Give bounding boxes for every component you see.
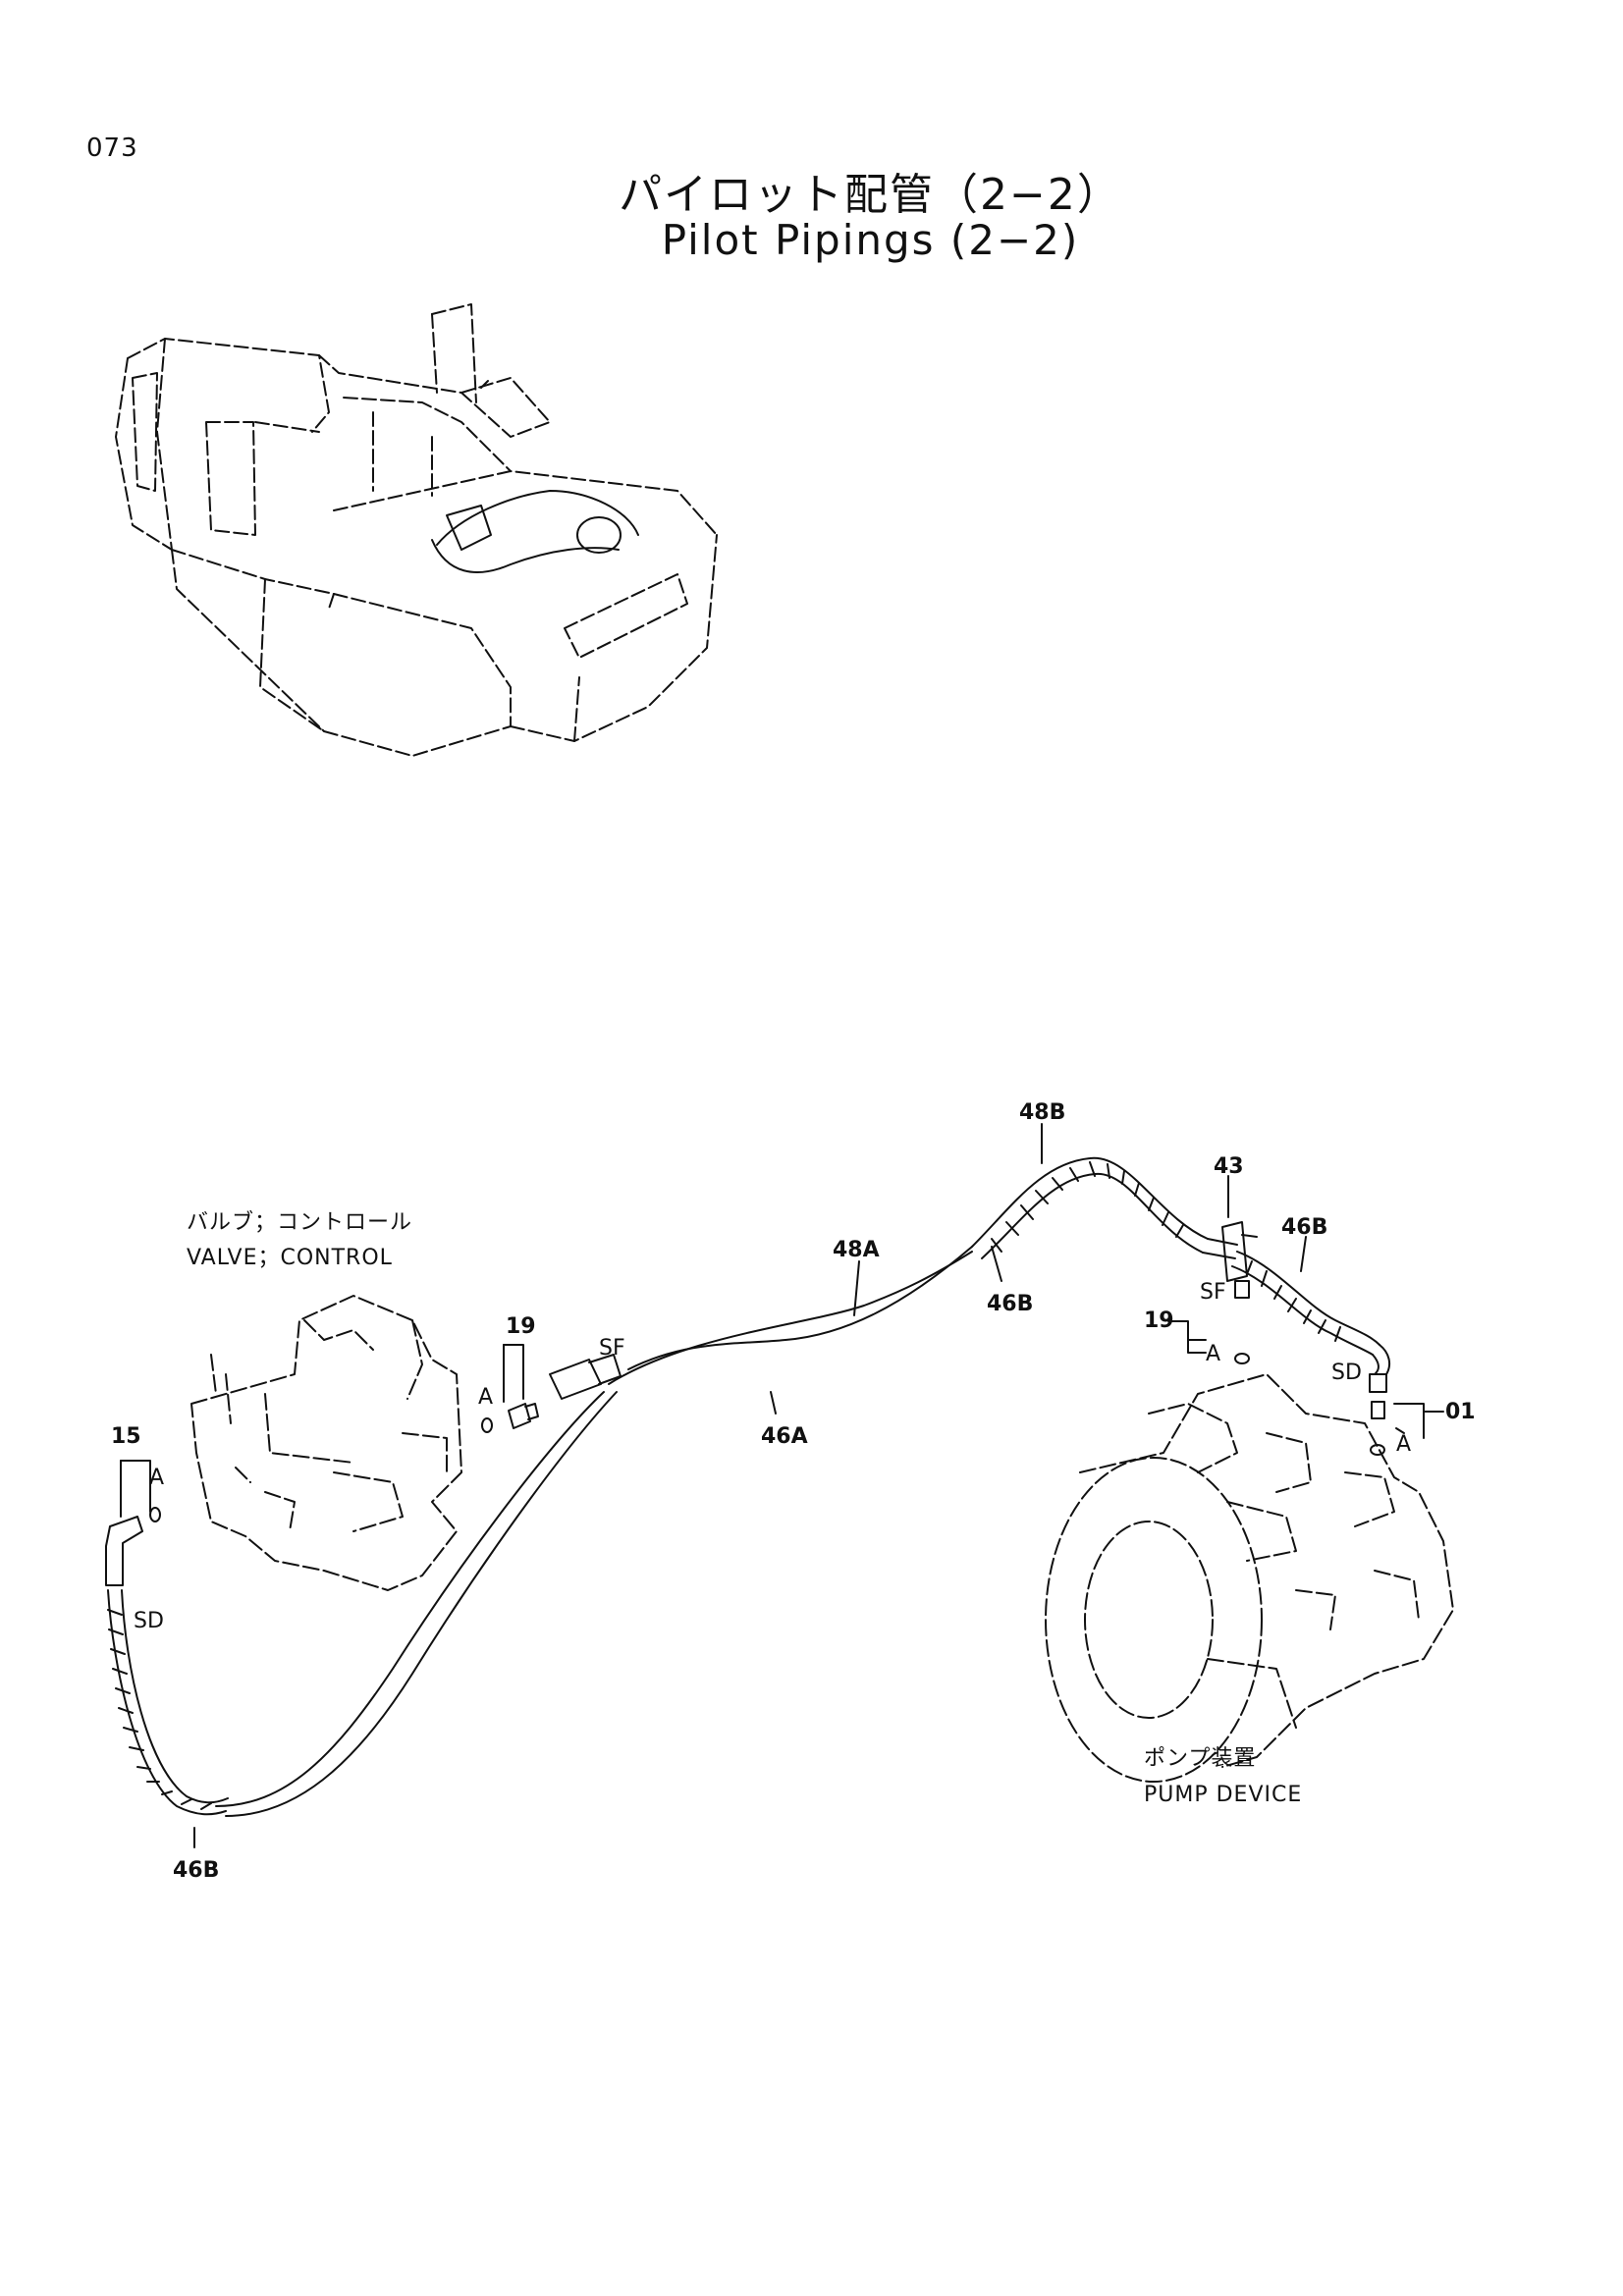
excavator-overview-illustration bbox=[115, 303, 718, 757]
valve-label-jp: バルブ；コントロール bbox=[187, 1210, 412, 1235]
callout-01: 01 bbox=[1445, 1400, 1476, 1424]
pump-label-jp: ポンプ装置 bbox=[1144, 1746, 1256, 1771]
callout-48b: 48B bbox=[1019, 1100, 1065, 1125]
page-number: 073 bbox=[86, 133, 138, 163]
callout-46b-bottom: 46B bbox=[173, 1858, 219, 1883]
callout-46a: 46A bbox=[761, 1424, 808, 1449]
pump-device-illustration bbox=[1045, 1373, 1454, 1783]
callout-19-left: 19 bbox=[506, 1314, 536, 1339]
mark-sd-pump: SD bbox=[1331, 1361, 1362, 1385]
pump-label-en: PUMP DEVICE bbox=[1144, 1783, 1302, 1807]
mark-sd-left: SD bbox=[134, 1609, 164, 1633]
callout-48a: 48A bbox=[833, 1238, 880, 1262]
control-valve-illustration bbox=[190, 1295, 462, 1591]
mark-sf-pump: SF bbox=[1200, 1280, 1226, 1305]
valve-label-en: VALVE；CONTROL bbox=[187, 1246, 393, 1270]
title-japanese: パイロット配管（2−2） bbox=[619, 170, 1122, 220]
mark-a-left-19: A bbox=[478, 1385, 493, 1410]
callout-46b-mid: 46B bbox=[987, 1292, 1033, 1316]
mark-sf-valve: SF bbox=[599, 1336, 625, 1361]
callout-46b-top: 46B bbox=[1281, 1215, 1327, 1240]
title-english: Pilot Pipings (2−2) bbox=[661, 216, 1080, 264]
callout-19-right: 19 bbox=[1144, 1308, 1174, 1333]
mark-a-15: A bbox=[149, 1466, 164, 1490]
mark-a-01: A bbox=[1396, 1432, 1411, 1457]
mark-a-right-19: A bbox=[1206, 1342, 1220, 1366]
callout-43: 43 bbox=[1214, 1154, 1244, 1179]
callout-15: 15 bbox=[111, 1424, 141, 1449]
